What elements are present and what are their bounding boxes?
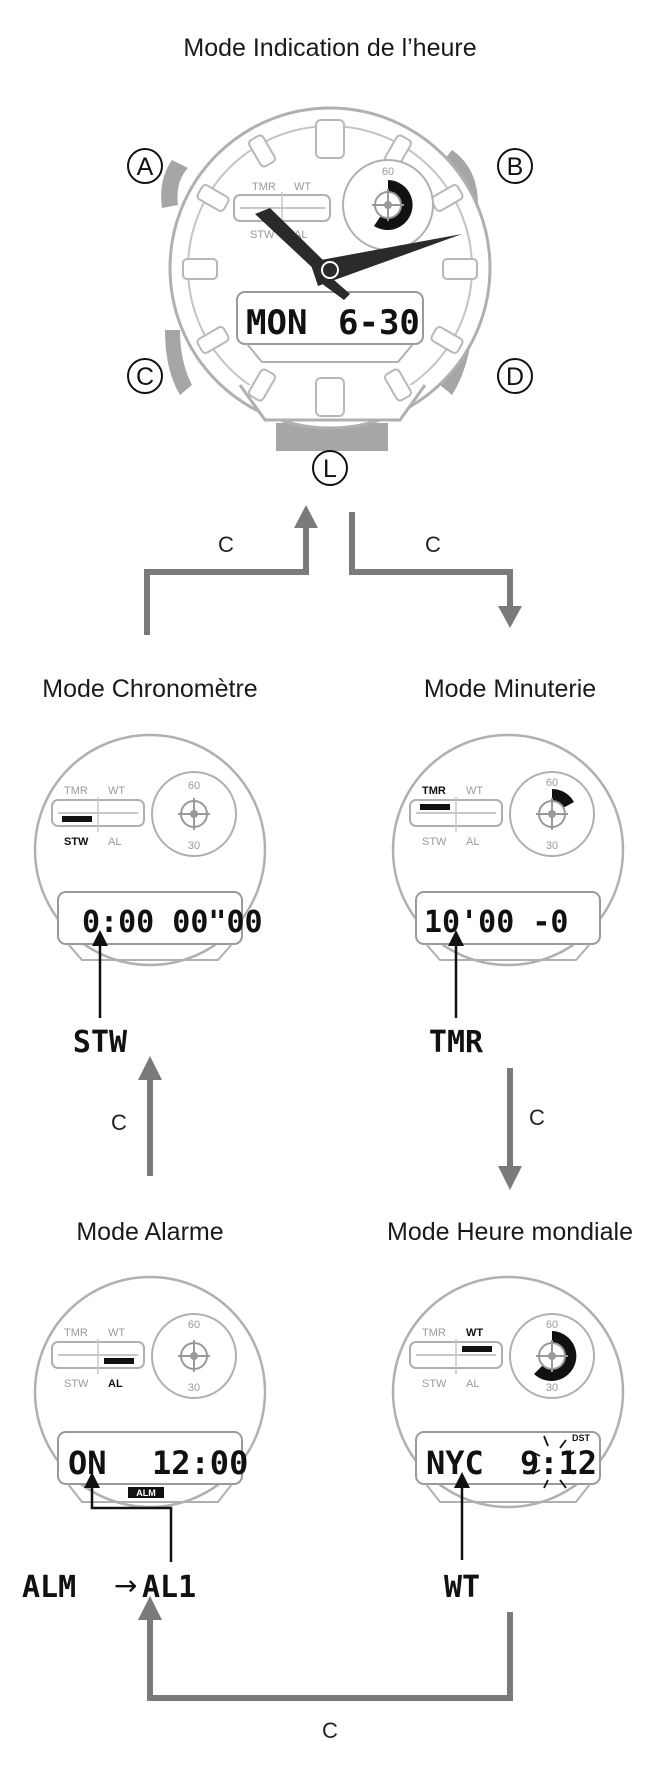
indicator-stw: STW (250, 229, 275, 241)
arrow-label-c-2: C (425, 532, 441, 557)
button-labels: A B C D L (127, 148, 533, 486)
lcd-alarm (57, 1431, 243, 1485)
indicator-bar-tmr (420, 804, 450, 810)
callout-tmr: TMR (429, 1025, 484, 1060)
svg-text:30: 30 (188, 1382, 200, 1394)
hour-hand (255, 208, 325, 272)
lcd-timer-value: 10'00 -0 (424, 905, 569, 940)
arrow-label-c-5: C (322, 1718, 338, 1743)
indicator-bar-stw (62, 816, 92, 822)
arrow-label-c-1: C (218, 532, 234, 557)
label-button-a: A (137, 153, 154, 181)
arrow-worldtime-to-alarm (147, 1612, 513, 1701)
lcd-timer (415, 891, 601, 945)
minute-hand (310, 234, 462, 286)
lcd-worldtime (415, 1431, 601, 1485)
title-timekeeping: Mode Indication de l’heure (183, 34, 476, 62)
callout-wt: WT (444, 1570, 480, 1605)
lcd-alarm-status: ON (68, 1444, 107, 1482)
svg-text:WT: WT (466, 1327, 483, 1339)
callout-alm: ALM (22, 1570, 76, 1605)
arrow-label-c-3: C (529, 1105, 545, 1130)
svg-text:STW: STW (422, 836, 447, 848)
svg-text:60: 60 (188, 1319, 200, 1331)
button-a-shape (161, 160, 188, 208)
lcd-timekeeping-day: MON (246, 303, 307, 343)
callout-arrow: → (114, 1569, 137, 1602)
watch-worldtime: TMR WT STW AL 60 30 NYC 9:12 DST (391, 1275, 625, 1509)
subdial-60: 60 (382, 166, 394, 178)
callout-stw: STW (73, 1025, 128, 1060)
svg-text:AL: AL (108, 1378, 123, 1390)
lcd-stopwatch (57, 891, 243, 945)
svg-text:WT: WT (108, 1327, 125, 1339)
lcd-stopwatch-value: 0:00 00"00 (82, 905, 263, 940)
lcd-alarm-tag: ALM (136, 1488, 156, 1498)
svg-text:60: 60 (188, 780, 200, 792)
indicator-wt: WT (294, 181, 311, 193)
svg-text:TMR: TMR (422, 785, 446, 797)
arrow-heads (138, 505, 522, 1620)
svg-text:30: 30 (188, 840, 200, 852)
indicator-bar-al (104, 1358, 134, 1364)
lcd-alarm-time: 12:00 (152, 1444, 248, 1482)
svg-text:60: 60 (546, 1319, 558, 1331)
callout-al1: AL1 (142, 1570, 196, 1605)
title-timer: Mode Minuterie (424, 675, 596, 703)
lcd-timekeeping-date: 6-30 (338, 303, 420, 343)
title-stopwatch: Mode Chronomètre (42, 675, 257, 703)
svg-text:TMR: TMR (64, 1327, 88, 1339)
svg-text:WT: WT (108, 785, 125, 797)
flash-marks (531, 1435, 575, 1489)
svg-text:AL: AL (466, 836, 479, 848)
button-c-shape (165, 330, 192, 395)
svg-text:TMR: TMR (422, 1327, 446, 1339)
lcd-timekeeping (236, 291, 424, 345)
title-alarm: Mode Alarme (76, 1218, 223, 1246)
svg-text:30: 30 (546, 1382, 558, 1394)
lcd-worldtime-time: 9:12 (520, 1444, 597, 1482)
hand-pivot (321, 261, 339, 279)
lcd-worldtime-dst: DST (572, 1433, 591, 1443)
watch-timer: TMR WT STW AL 60 30 10'00 -0 (391, 733, 625, 967)
svg-text:AL: AL (108, 836, 121, 848)
indicator-bar-wt (462, 1346, 492, 1352)
title-worldtime: Mode Heure mondiale (387, 1218, 633, 1246)
hour-markers (182, 119, 478, 417)
arrow-label-c-4: C (111, 1110, 127, 1135)
lcd-worldtime-city: NYC (426, 1444, 484, 1482)
watch-stopwatch: TMR WT STW AL 60 30 0:00 00"00 (33, 733, 267, 967)
svg-text:30: 30 (546, 840, 558, 852)
svg-text:TMR: TMR (64, 785, 88, 797)
svg-text:60: 60 (546, 777, 558, 789)
label-button-l: L (323, 455, 337, 483)
label-button-b: B (507, 153, 524, 181)
arrow-timekeeping-to-timer (349, 512, 513, 612)
svg-text:STW: STW (422, 1378, 447, 1390)
label-button-c: C (136, 363, 154, 391)
watch-alarm: TMR WT STW AL 60 30 ON 12:00 ALM (33, 1275, 267, 1509)
svg-text:AL: AL (466, 1378, 479, 1390)
svg-text:STW: STW (64, 1378, 89, 1390)
svg-text:WT: WT (466, 785, 483, 797)
indicator-tmr: TMR (252, 181, 276, 193)
watch-timekeeping: TMR WT STW AL 60 MON 6-30 (161, 106, 492, 451)
svg-text:STW: STW (64, 836, 89, 848)
label-button-d: D (506, 363, 524, 391)
flow-arrows (144, 512, 513, 1701)
arrow-stopwatch-to-timekeeping (144, 520, 309, 635)
